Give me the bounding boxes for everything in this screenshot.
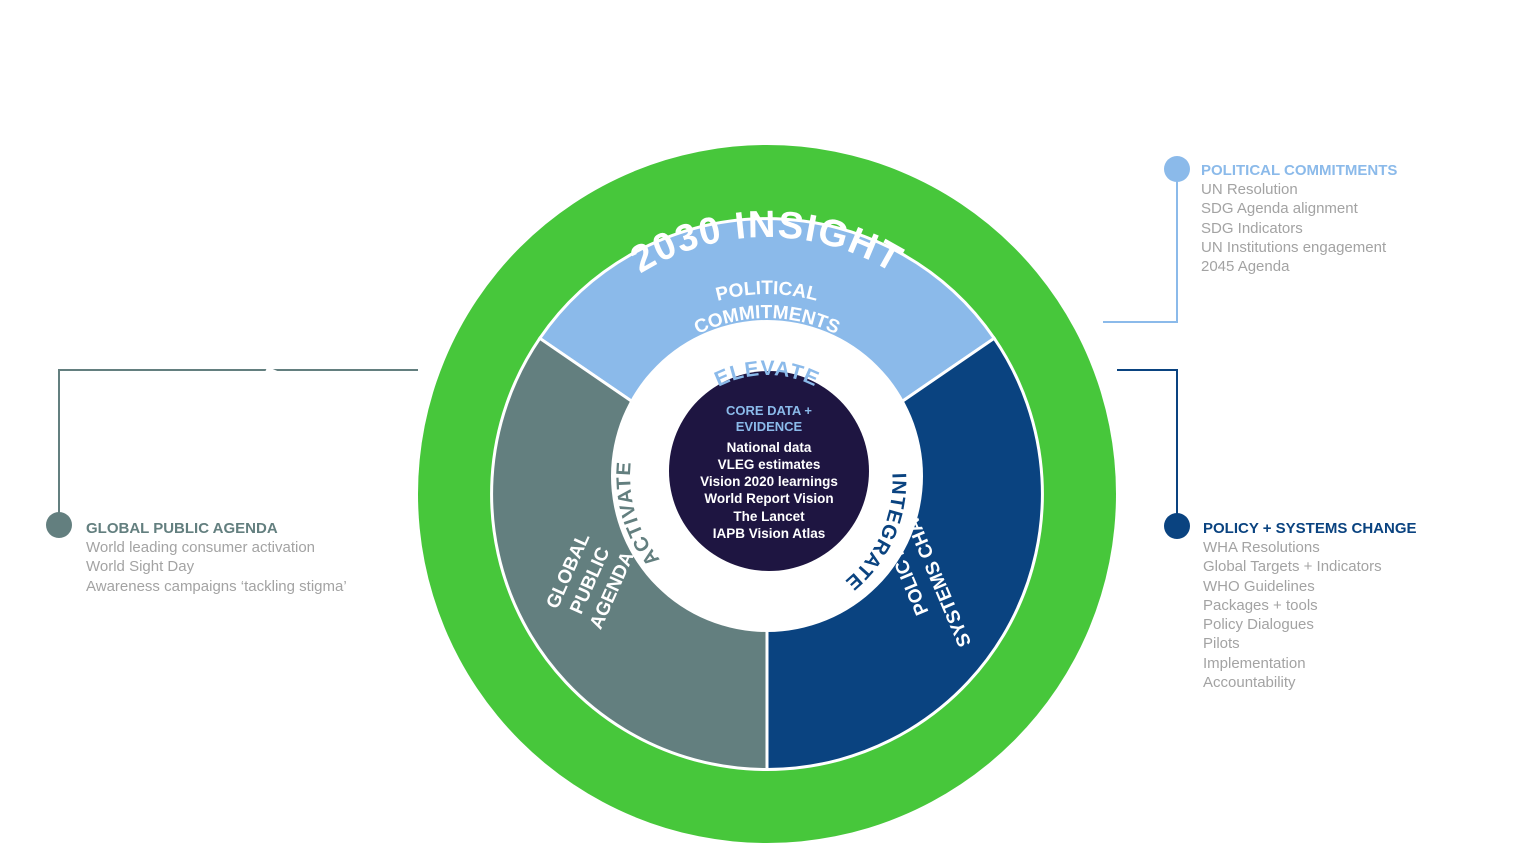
- list-item: Global Targets + Indicators: [1203, 558, 1382, 576]
- core-item: IAPB Vision Atlas: [713, 526, 826, 541]
- ring-label-left: ACCOUNTABILITY: [234, 312, 325, 676]
- callout-political-list: UN Resolution SDG Agenda alignment SDG I…: [1201, 180, 1397, 276]
- callout-policy-title: POLICY + SYSTEMS CHANGE: [1203, 520, 1417, 537]
- list-item: Accountability: [1203, 674, 1296, 692]
- list-item: UN Resolution: [1201, 181, 1298, 198]
- list-item: Policy Dialogues: [1203, 616, 1314, 634]
- bullet-policy: [1164, 513, 1190, 539]
- bullet-political: [1164, 156, 1190, 182]
- core-circle: [669, 371, 869, 571]
- callout-public-agenda: GLOBAL PUBLIC AGENDA World leading consu…: [86, 519, 347, 596]
- core-item: Vision 2020 learnings: [700, 474, 838, 489]
- bullet-public: [46, 512, 72, 538]
- list-item: Implementation: [1203, 654, 1306, 672]
- core-item: National data: [727, 440, 812, 455]
- list-item: 2045 Agenda: [1201, 258, 1290, 276]
- connector-policy: [1117, 369, 1178, 526]
- list-item: World leading consumer activation: [86, 539, 316, 556]
- core-title-line2: EVIDENCE: [736, 419, 803, 434]
- core-item: The Lancet: [733, 509, 805, 524]
- core-item: World Report Vision: [704, 491, 833, 506]
- list-item: Pilots: [1203, 635, 1240, 653]
- callout-public-title: GLOBAL PUBLIC AGENDA: [86, 520, 278, 537]
- list-item: World Sight Day: [86, 558, 195, 576]
- core-item: VLEG estimates: [718, 457, 821, 472]
- connector-public: [58, 369, 418, 525]
- callout-political-title: POLITICAL COMMITMENTS: [1201, 162, 1398, 179]
- sector-policy: [765, 336, 1044, 772]
- core-title-line1: CORE DATA +: [726, 403, 812, 418]
- connector-political: [1103, 169, 1178, 323]
- list-item: SDG Indicators: [1201, 219, 1303, 237]
- list-item: Awareness campaigns ‘tackling stigma’: [86, 577, 347, 595]
- list-item: Packages + tools: [1203, 596, 1318, 614]
- list-item: WHA Resolutions: [1203, 539, 1320, 556]
- callout-policy-systems: POLICY + SYSTEMS CHANGE WHA Resolutions …: [1203, 519, 1417, 692]
- callout-political: POLITICAL COMMITMENTS UN Resolution SDG …: [1201, 161, 1397, 276]
- list-item: UN Institutions engagement: [1201, 238, 1387, 256]
- list-item: WHO Guidelines: [1203, 577, 1315, 595]
- list-item: SDG Agenda alignment: [1201, 200, 1358, 218]
- callout-policy-list: WHA Resolutions Global Targets + Indicat…: [1203, 538, 1417, 692]
- callout-public-list: World leading consumer activation World …: [86, 538, 347, 596]
- sector-public: [490, 336, 769, 772]
